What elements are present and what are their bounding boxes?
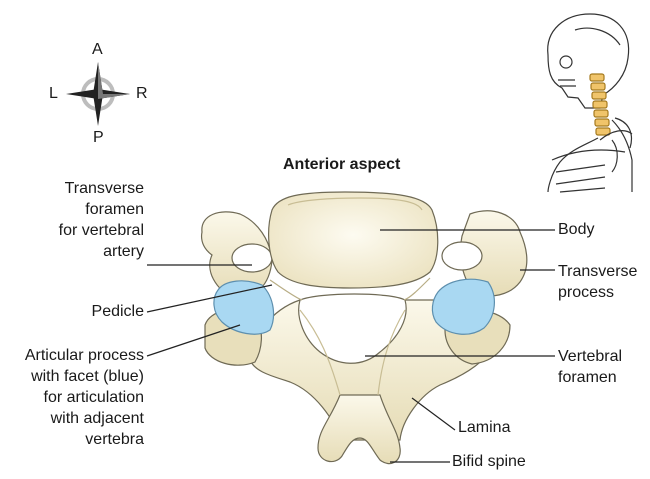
compass-icon	[66, 62, 130, 126]
label-pedicle: Pedicle	[28, 301, 144, 322]
label-vertebral-foramen: Vertebral foramen	[558, 346, 622, 388]
compass-anterior-label: A	[92, 41, 103, 59]
skeleton-thumbnail	[548, 14, 632, 192]
label-lamina: Lamina	[458, 417, 510, 438]
label-transverse-foramen: Transverse foramen for vertebral artery	[28, 178, 144, 262]
label-articular-process: Articular process with facet (blue) for …	[4, 345, 144, 450]
label-body: Body	[558, 219, 594, 240]
compass-posterior-label: P	[93, 129, 104, 147]
compass-left-label: L	[49, 85, 58, 103]
diagram-title: Anterior aspect	[283, 154, 400, 175]
label-bifid-spine: Bifid spine	[452, 451, 526, 472]
right-articular-facet	[432, 279, 494, 334]
compass-right-label: R	[136, 85, 148, 103]
label-transverse-process: Transverse process	[558, 261, 637, 303]
